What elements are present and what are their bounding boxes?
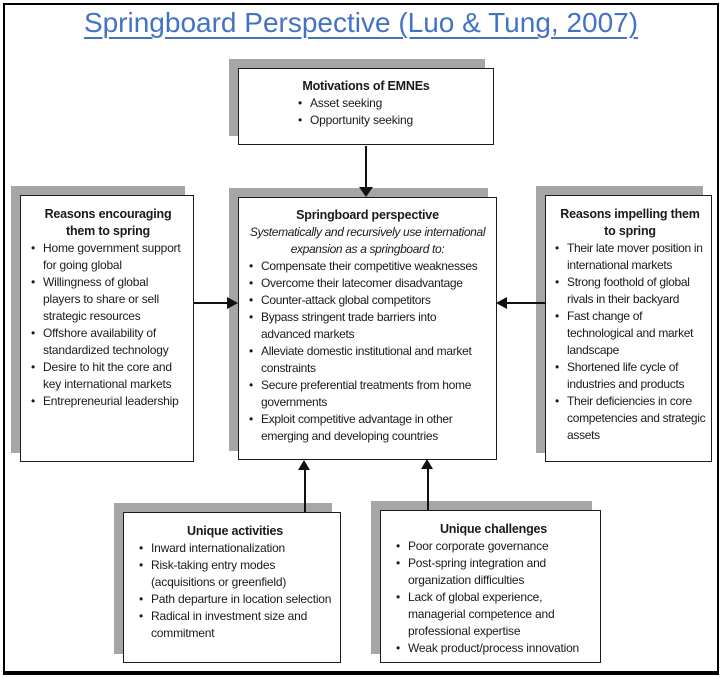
bullet-item: Counter-attack global competitors xyxy=(248,292,487,309)
bullet-item: Shortened life cycle of industries and p… xyxy=(554,359,706,393)
arrow-activities-to-center-line xyxy=(304,469,306,512)
bullet-item: Inward internationalization xyxy=(138,540,332,557)
reasons-encouraging-bullet-list: Home government support for going global… xyxy=(30,240,186,410)
bullet-item: Bypass stringent trade barriers into adv… xyxy=(248,309,487,343)
unique-challenges-heading: Unique challenges xyxy=(439,522,548,536)
arrowhead-up-icon xyxy=(421,459,433,469)
motivations-bullet-list: Asset seekingOpportunity seeking xyxy=(249,95,483,129)
bullet-item: Risk-taking entry modes (acquisitions or… xyxy=(138,557,332,591)
springboard-heading: Springboard perspective xyxy=(296,208,439,222)
bullet-item: Offshore availability of standardized te… xyxy=(30,325,186,359)
bullet-item: Compensate their competitive weaknesses xyxy=(248,258,487,275)
bullet-item: Asset seeking xyxy=(297,95,483,112)
bullet-item: Entrepreneurial leadership xyxy=(30,393,186,410)
bullet-item: Poor corporate governance xyxy=(395,538,592,555)
bullet-item: Overcome their latecomer disadvantage xyxy=(248,275,487,292)
bullet-item: Radical in investment size and commitmen… xyxy=(138,608,332,642)
unique-challenges-bullet-list: Poor corporate governancePost-spring int… xyxy=(395,538,592,657)
bullet-item: Post-spring integration and organization… xyxy=(395,555,592,589)
bullet-item: Strong foothold of global rivals in thei… xyxy=(554,274,706,308)
reasons-impelling-heading: Reasons impelling them to spring xyxy=(560,207,700,238)
springboard-subtitle: Systematically and recursively use inter… xyxy=(249,225,486,256)
bullet-item: Lack of global experience, managerial co… xyxy=(395,589,592,640)
arrow-encouraging-to-center-line xyxy=(194,302,228,304)
reasons-impelling-bullet-list: Their late mover position in internation… xyxy=(554,240,706,444)
springboard-perspective-box: Springboard perspective Systematically a… xyxy=(238,197,497,460)
bullet-item: Exploit competitive advantage in other e… xyxy=(248,411,487,445)
reasons-encouraging-box: Reasons encouraging them to spring Home … xyxy=(20,195,194,462)
reasons-impelling-box: Reasons impelling them to spring Their l… xyxy=(545,195,712,462)
arrow-impelling-to-center-line xyxy=(507,302,545,304)
arrowhead-down-icon xyxy=(359,187,373,197)
unique-activities-heading: Unique activities xyxy=(187,524,283,538)
arrowhead-left-icon xyxy=(496,297,507,309)
springboard-bullet-list: Compensate their competitive weaknessesO… xyxy=(248,258,487,445)
arrowhead-up-icon xyxy=(298,460,310,470)
bullet-item: Willingness of global players to share o… xyxy=(30,274,186,325)
reasons-encouraging-heading: Reasons encouraging them to spring xyxy=(44,207,172,238)
bullet-item: Desire to hit the core and key internati… xyxy=(30,359,186,393)
arrow-challenges-to-center-line xyxy=(427,469,429,510)
bullet-item: Secure preferential treatments from home… xyxy=(248,377,487,411)
bullet-item: Home government support for going global xyxy=(30,240,186,274)
bullet-item: Fast change of technological and market … xyxy=(554,308,706,359)
arrow-motivations-to-center-line xyxy=(365,146,367,188)
motivations-box: Motivations of EMNEs Asset seekingOpport… xyxy=(238,68,494,145)
bullet-item: Alleviate domestic institutional and mar… xyxy=(248,343,487,377)
bullet-item: Path departure in location selection xyxy=(138,591,332,608)
bullet-item: Their deficiencies in core competencies … xyxy=(554,393,706,444)
unique-activities-bullet-list: Inward internationalizationRisk-taking e… xyxy=(138,540,332,642)
unique-challenges-box: Unique challenges Poor corporate governa… xyxy=(380,510,601,663)
bullet-item: Weak product/process innovation xyxy=(395,640,592,657)
bullet-item: Opportunity seeking xyxy=(297,112,483,129)
arrowhead-right-icon xyxy=(227,297,238,309)
page-title: Springboard Perspective (Luo & Tung, 200… xyxy=(83,7,639,38)
motivations-heading: Motivations of EMNEs xyxy=(302,79,430,93)
unique-activities-box: Unique activities Inward internationaliz… xyxy=(123,512,341,663)
bullet-item: Their late mover position in internation… xyxy=(554,240,706,274)
